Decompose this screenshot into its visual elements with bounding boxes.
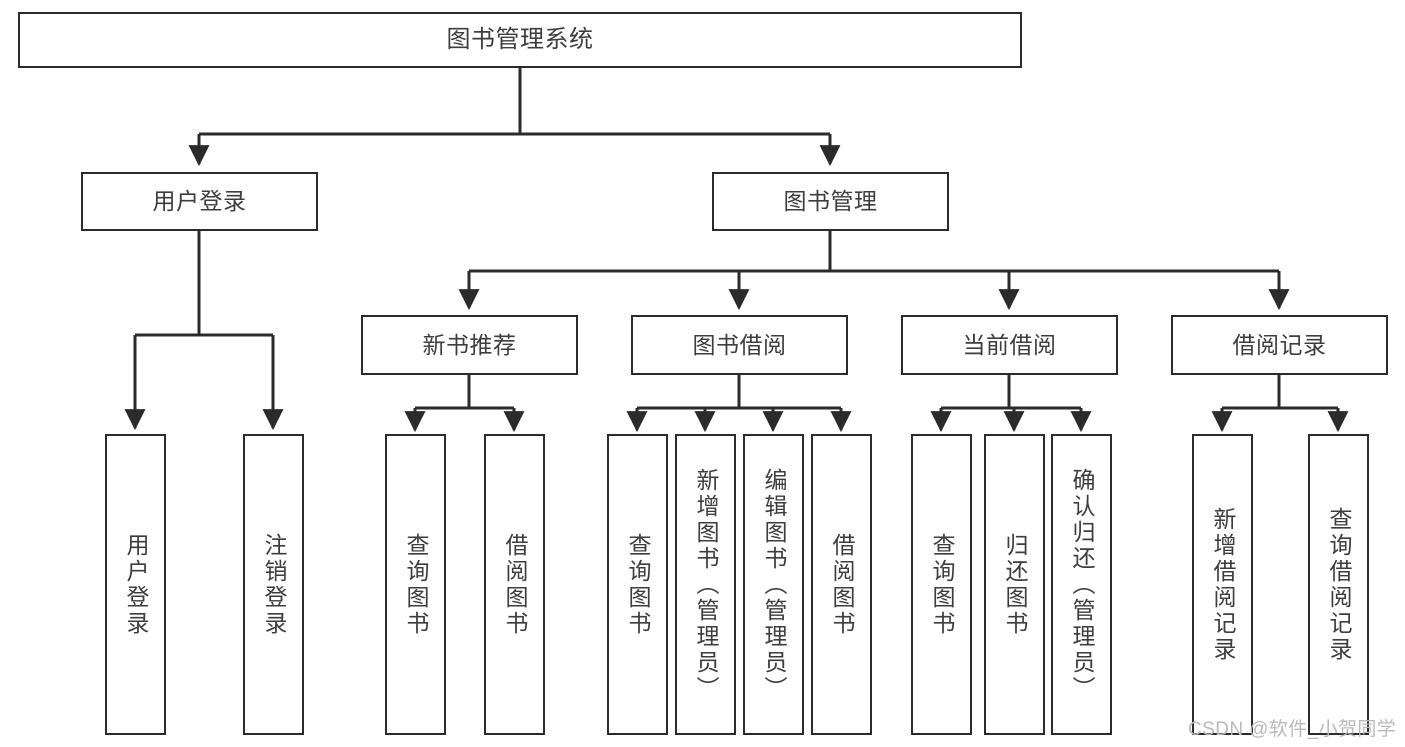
node-book-management[interactable]: 图书管理 xyxy=(712,172,949,231)
leaf-new-book-borrow-book[interactable]: 借阅图书 xyxy=(484,434,545,735)
leaf-user-login-login[interactable]: 用户登录 xyxy=(105,434,166,735)
node-label: 当前借阅 xyxy=(962,331,1057,358)
leaf-borrow-record-add-record[interactable]: 新增借阅记录 xyxy=(1192,434,1253,735)
node-label: 新增图书（管理员） xyxy=(693,467,719,702)
leaf-current-borrow-return-book[interactable]: 归还图书 xyxy=(984,434,1045,735)
csdn-watermark: CSDN @软件_小贺同学 xyxy=(1188,719,1397,740)
node-label: 图书管理系统 xyxy=(446,26,594,54)
node-label: 借阅记录 xyxy=(1232,331,1327,358)
node-label: 用户登录 xyxy=(123,532,149,637)
leaf-current-borrow-confirm-return-admin[interactable]: 确认归还（管理员） xyxy=(1051,434,1112,735)
node-borrow-record[interactable]: 借阅记录 xyxy=(1171,315,1388,375)
node-label: 借阅图书 xyxy=(829,532,855,637)
node-label: 编辑图书（管理员） xyxy=(761,467,787,702)
node-new-book-recommend[interactable]: 新书推荐 xyxy=(361,315,578,375)
leaf-borrow-record-query-record[interactable]: 查询借阅记录 xyxy=(1308,434,1369,735)
node-label: 查询图书 xyxy=(929,532,955,637)
leaf-book-borrow-borrow-book[interactable]: 借阅图书 xyxy=(811,434,872,735)
leaf-current-borrow-query-book[interactable]: 查询图书 xyxy=(911,434,972,735)
node-current-borrow[interactable]: 当前借阅 xyxy=(901,315,1118,375)
node-label: 确认归还（管理员） xyxy=(1069,467,1095,702)
node-label: 图书借阅 xyxy=(692,331,787,358)
node-label: 查询图书 xyxy=(403,532,429,637)
leaf-book-borrow-add-book-admin[interactable]: 新增图书（管理员） xyxy=(675,434,736,735)
leaf-book-borrow-query-book[interactable]: 查询图书 xyxy=(607,434,668,735)
node-book-borrow[interactable]: 图书借阅 xyxy=(631,315,848,375)
leaf-user-login-logout[interactable]: 注销登录 xyxy=(243,434,304,735)
node-label: 新书推荐 xyxy=(422,331,517,358)
node-label: 图书管理 xyxy=(783,188,878,215)
node-label: 借阅图书 xyxy=(502,532,528,637)
node-label: 注销登录 xyxy=(261,532,287,637)
node-user-login[interactable]: 用户登录 xyxy=(81,172,318,231)
node-label: 查询图书 xyxy=(625,532,651,637)
node-label: 查询借阅记录 xyxy=(1326,506,1352,663)
node-label: 新增借阅记录 xyxy=(1210,506,1236,663)
node-label: 用户登录 xyxy=(152,188,247,215)
node-root-system[interactable]: 图书管理系统 xyxy=(18,12,1022,68)
leaf-new-book-query-book[interactable]: 查询图书 xyxy=(385,434,446,735)
leaf-book-borrow-edit-book-admin[interactable]: 编辑图书（管理员） xyxy=(743,434,804,735)
node-label: 归还图书 xyxy=(1002,532,1028,637)
